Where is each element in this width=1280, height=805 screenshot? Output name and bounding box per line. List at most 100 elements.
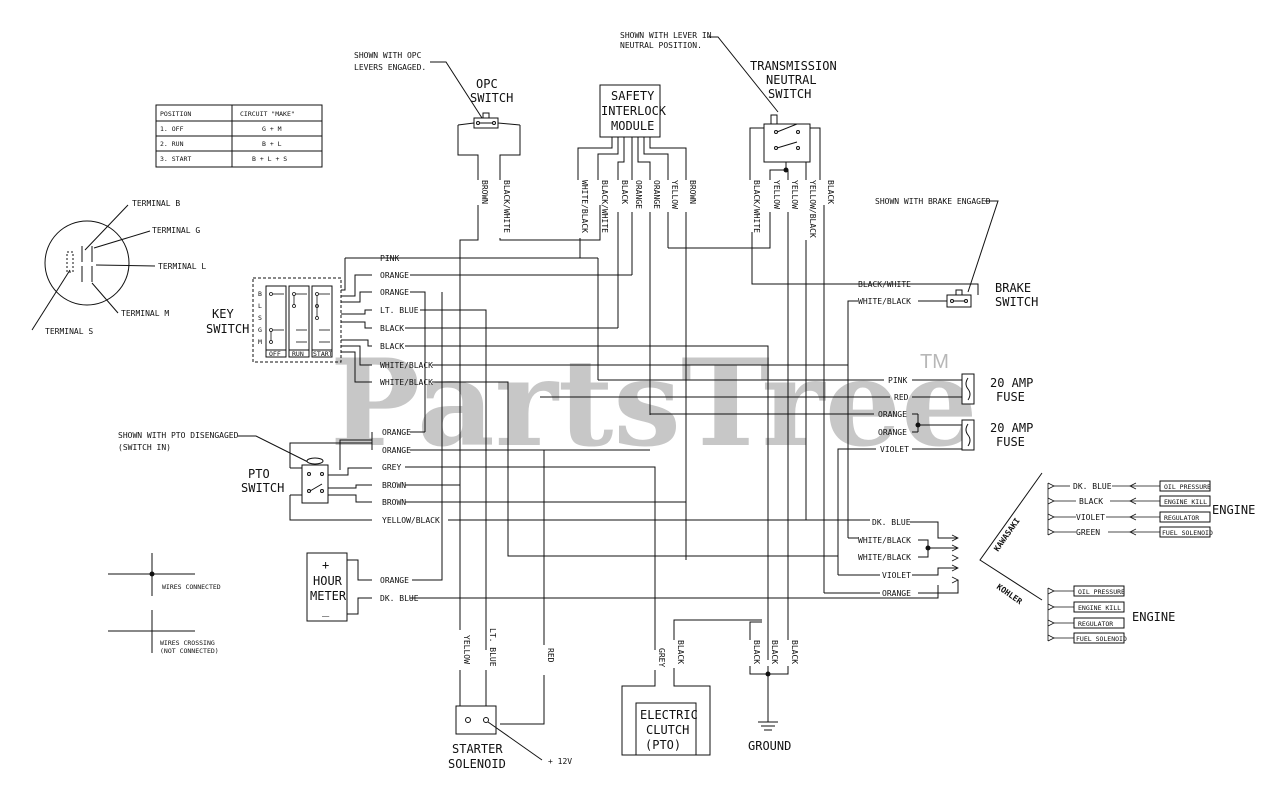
wire-label: VIOLET xyxy=(1076,513,1105,522)
key-letter: G xyxy=(258,326,262,334)
wire-label: GREEN xyxy=(1076,528,1100,537)
wire-label: WHITE/BLACK xyxy=(858,297,911,306)
wire-label: ORANGE xyxy=(382,428,411,437)
legend-crossing: WIRES CROSSING xyxy=(160,639,215,647)
wire-label: GREY xyxy=(382,463,401,472)
wire-label: DK. BLUE xyxy=(380,594,419,603)
wire-label: ORANGE xyxy=(380,576,409,585)
table-cell: B + L xyxy=(262,140,282,148)
wire-label: BLACK xyxy=(826,180,835,204)
starter-label: SOLENOID xyxy=(448,757,506,771)
engine-function: ENGINE KILL xyxy=(1164,498,1207,506)
wire-label: YELLOW xyxy=(462,635,471,664)
module-label: MODULE xyxy=(611,119,654,133)
wire-label: YELLOW xyxy=(790,180,799,209)
engine-function: OIL PRESSURE xyxy=(1164,483,1211,491)
wire-label: YELLOW/BLACK xyxy=(808,180,817,238)
wire-label: VIOLET xyxy=(882,571,911,580)
engine-function: FUEL SOLENOID xyxy=(1162,529,1213,537)
key-pos-run: RUN xyxy=(292,350,304,358)
fuse-2-label: 20 AMP xyxy=(990,421,1033,435)
wire-label: GREY xyxy=(657,648,666,667)
wire-label: ORANGE xyxy=(878,410,907,419)
engine-function: ENGINE KILL xyxy=(1078,604,1121,612)
terminal-g-label: TERMINAL G xyxy=(152,226,200,235)
wire-label: BLACK xyxy=(770,640,779,664)
note-lever: SHOWN WITH LEVER IN xyxy=(620,31,712,40)
note-lever: NEUTRAL POSITION. xyxy=(620,41,702,50)
brake-switch: SHOWN WITH BRAKE ENGAGED BRAKE SWITCH BL… xyxy=(847,197,1038,365)
key-switch-label: KEY xyxy=(212,307,234,321)
kawasaki-engine-label: ENGINE xyxy=(1212,503,1255,517)
key-letter: M xyxy=(258,338,262,346)
engine-harness: DK. BLUE WHITE/BLACK WHITE/BLACK VIOLET … xyxy=(806,448,1043,601)
table-cell: 3. START xyxy=(160,155,191,163)
wire-label: WHITE/BLACK xyxy=(380,378,433,387)
wire-label: RED xyxy=(546,648,555,663)
wire-label: BLACK xyxy=(380,342,404,351)
wire-label: BLACK/WHITE xyxy=(858,280,911,289)
wire-label: BLACK/WHITE xyxy=(600,180,609,233)
clutch-label: CLUTCH xyxy=(646,723,689,737)
key-switch: KEY SWITCH B L S G M OFF RUN START xyxy=(206,258,372,383)
key-letter: B xyxy=(258,290,262,298)
wire-label: BLACK/WHITE xyxy=(502,180,511,233)
key-pos-off: OFF xyxy=(269,350,281,358)
terminal-b-label: TERMINAL B xyxy=(132,199,180,208)
wire-label: ORANGE xyxy=(382,446,411,455)
note-opc: LEVERS ENGAGED. xyxy=(354,63,426,72)
wire-label: ORANGE xyxy=(652,180,661,209)
wire-label: DK. BLUE xyxy=(1073,482,1112,491)
terminal-l-label: TERMINAL L xyxy=(158,262,206,271)
wire-label: PINK xyxy=(380,254,399,263)
electric-clutch: GREY BLACK ELECTRIC CLUTCH (PTO) xyxy=(621,619,762,756)
wire-label: BLACK xyxy=(620,180,629,204)
trans-switch-label: NEUTRAL xyxy=(766,73,817,87)
brake-switch-label: SWITCH xyxy=(995,295,1038,309)
table-header-position: POSITION xyxy=(160,110,191,118)
wire-label: ORANGE xyxy=(380,288,409,297)
wire-label: BROWN xyxy=(480,180,489,204)
wire-label: PINK xyxy=(888,376,907,385)
engine-function: OIL PRESSURE xyxy=(1078,588,1125,596)
position-table: POSITION CIRCUIT "MAKE" 1. OFF G + M 2. … xyxy=(155,104,323,168)
kohler-block: KOHLER OIL PRESSURE ENGINE KILL REGULATO… xyxy=(995,582,1175,644)
note-pto: (SWITCH IN) xyxy=(118,443,171,452)
pto-switch-label: PTO xyxy=(248,467,270,481)
legend-crossing: (NOT CONNECTED) xyxy=(160,647,219,655)
fuse-2-label: FUSE xyxy=(996,435,1025,449)
transmission-switch: SHOWN WITH LEVER IN NEUTRAL POSITION. TR… xyxy=(620,31,945,575)
legend: WIRES CONNECTED WIRES CROSSING (NOT CONN… xyxy=(108,553,221,655)
wire-label: BROWN xyxy=(382,498,406,507)
note-pto: SHOWN WITH PTO DISENGAGED xyxy=(118,431,239,440)
wire-label: BROWN xyxy=(688,180,697,204)
hour-meter-label: METER xyxy=(310,589,347,603)
key-pos-start: START xyxy=(313,350,333,358)
wire-label: YELLOW xyxy=(670,180,679,209)
wire-label: LT. BLUE xyxy=(488,628,497,667)
fuse-1-label: FUSE xyxy=(996,390,1025,404)
table-cell: B + L + S xyxy=(252,155,287,163)
key-letter: L xyxy=(258,302,262,310)
wire-label: BLACK xyxy=(752,640,761,664)
wire-label: BROWN xyxy=(382,481,406,490)
clutch-label: ELECTRIC xyxy=(640,708,698,722)
key-switch-label: SWITCH xyxy=(206,322,249,336)
table-cell: 1. OFF xyxy=(160,125,184,133)
kawasaki-block: KAWASAKI DK. BLUE BLACK VIOLET GREEN xyxy=(992,480,1255,553)
fuse-block: PINK RED 20 AMP FUSE ORANGE ORANGE VIOLE… xyxy=(540,373,1033,575)
key-terminal-diagram: TERMINAL B TERMINAL G TERMINAL L TERMINA… xyxy=(31,199,206,336)
terminal-m-label: TERMINAL M xyxy=(121,309,169,318)
key-letter: S xyxy=(258,314,262,322)
note-opc: SHOWN WITH OPC xyxy=(354,51,422,60)
starter-label: STARTER xyxy=(452,742,503,756)
wire-label: DK. BLUE xyxy=(872,518,911,527)
module-label: SAFETY xyxy=(611,89,655,103)
table-cell: G + M xyxy=(262,125,282,133)
wire-label: WHITE/BLACK xyxy=(858,536,911,545)
hour-meter: + HOUR METER _ ORANGE DK. BLUE xyxy=(306,292,939,622)
hour-meter-plus: + xyxy=(322,558,329,572)
engine-function: FUEL SOLENOID xyxy=(1076,635,1127,643)
wire-label: BLACK/WHITE xyxy=(752,180,761,233)
table-header-circuit: CIRCUIT "MAKE" xyxy=(240,110,295,118)
